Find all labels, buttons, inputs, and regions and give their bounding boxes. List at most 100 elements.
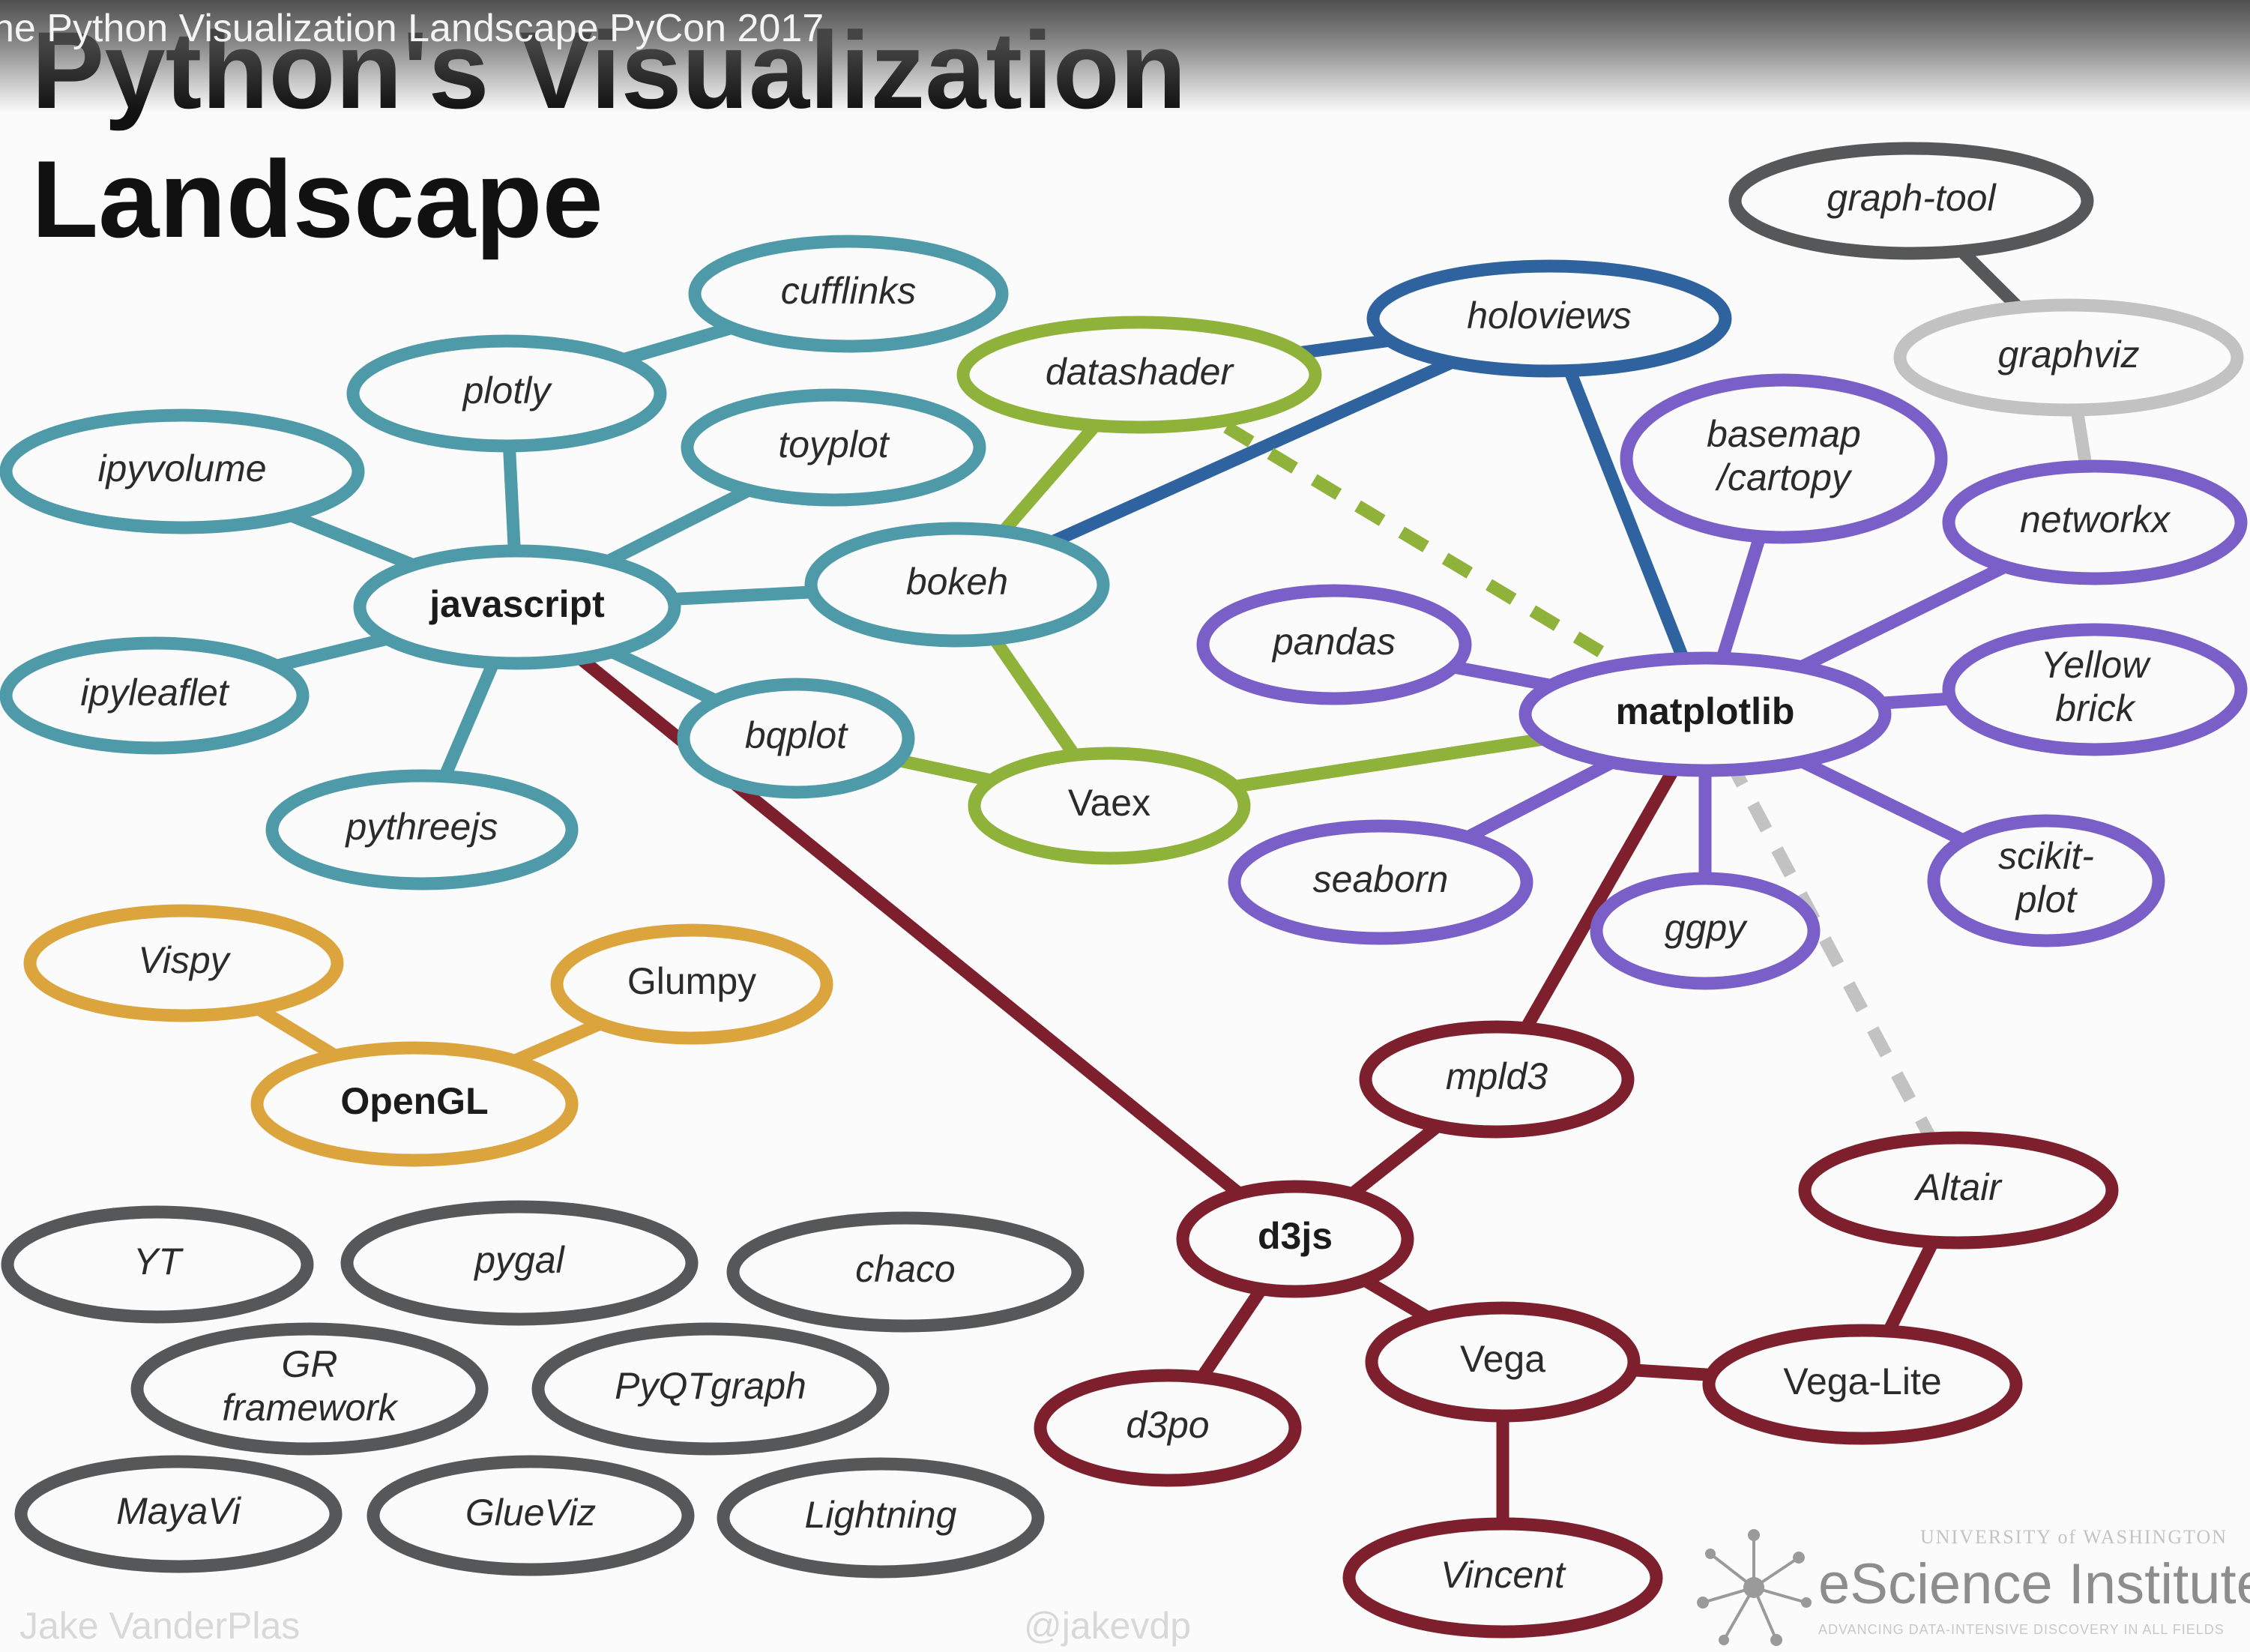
node-label-bqplot: bqplot (745, 714, 848, 756)
node-label-chaco: chaco (855, 1248, 955, 1290)
node-label-yt: YT (133, 1240, 184, 1282)
node-mpld3: mpld3 (1359, 1020, 1635, 1139)
node-holoviews: holoviews (1366, 259, 1732, 378)
node-ellipse-vega (1365, 1301, 1641, 1423)
footer-handle: @jakevdp (1024, 1605, 1192, 1647)
node-vegalite: Vega-Lite (1702, 1324, 2023, 1445)
node-lightning: Lightning (717, 1457, 1045, 1579)
node-ellipse-seaborn (1228, 819, 1533, 945)
node-ggpy: ggpy (1590, 872, 1821, 990)
node-label-mayavi: MayaVi (116, 1490, 242, 1532)
node-ellipse-plotly (346, 334, 667, 453)
node-label-glumpy: Glumpy (627, 960, 756, 1002)
node-label-pythreejs: pythreejs (345, 806, 498, 848)
node-pandas: pandas (1196, 584, 1472, 705)
nodes-layer: cufflinksplotlytoyplotipyvolumejavascrip… (0, 142, 2248, 1639)
node-plotly: plotly (346, 334, 667, 453)
node-ellipse-vegalite (1702, 1324, 2023, 1445)
node-label-plotly: plotly (462, 370, 553, 412)
node-graph-tool: graph-tool (1728, 142, 2094, 260)
node-datashader: datashader (956, 316, 1322, 434)
node-label-scikitplot: plot (2015, 878, 2078, 920)
node-scikitplot: scikit-plot (1927, 814, 2165, 947)
node-ellipse-holoviews (1366, 259, 1732, 378)
node-label-altair: Altair (1913, 1166, 2003, 1208)
node-ellipse-vispy (23, 904, 344, 1022)
node-label-pandas: pandas (1271, 621, 1396, 663)
edge-datashader-matplotlib (1135, 369, 1709, 720)
node-mayavi: MayaVi (14, 1455, 343, 1573)
node-label-vispy: Vispy (138, 939, 231, 981)
node-ellipse-altair (1798, 1131, 2119, 1249)
node-ellipse-yt (1, 1205, 314, 1324)
node-ellipse-cufflinks (688, 235, 1009, 353)
node-label-matplotlib: matplotlib (1616, 690, 1795, 732)
node-ellipse-bqplot (677, 678, 915, 799)
node-ellipse-toyplot (681, 388, 986, 507)
node-label-scikitplot: scikit- (1998, 835, 2094, 877)
edge-matplotlib-altair (1699, 711, 1964, 1193)
node-ellipse-chaco (726, 1211, 1085, 1333)
node-label-yellowbrick: brick (2055, 687, 2137, 729)
node-ellipse-pyqtgraph (531, 1322, 890, 1456)
node-ellipse-ipyleaflet (0, 636, 310, 755)
node-label-mpld3: mpld3 (1446, 1055, 1548, 1097)
node-pygal: pygal (340, 1200, 699, 1326)
node-label-ggpy: ggpy (1665, 907, 1748, 949)
node-label-datashader: datashader (1046, 351, 1235, 393)
node-glueviz: GlueViz (367, 1455, 695, 1576)
node-vincent: Vincent (1342, 1517, 1663, 1639)
footer-author: Jake VanderPlas (19, 1605, 301, 1647)
node-label-opengl: OpenGL (340, 1080, 488, 1122)
node-ellipse-ipyvolume (0, 409, 365, 534)
node-ellipse-glumpy (550, 923, 833, 1045)
node-label-vegalite: Vega-Lite (1783, 1360, 1941, 1402)
node-label-bokeh: bokeh (906, 561, 1008, 603)
node-label-ipyvolume: ipyvolume (97, 447, 266, 489)
node-yt: YT (1, 1205, 314, 1324)
node-graphviz: graphviz (1893, 298, 2244, 417)
node-ellipse-networkx (1942, 459, 2248, 585)
node-ellipse-graph-tool (1728, 142, 2094, 260)
node-ipyleaflet: ipyleaflet (0, 636, 310, 755)
node-label-graphviz: graphviz (1998, 334, 2140, 376)
node-label-d3js: d3js (1258, 1215, 1333, 1257)
node-bokeh: bokeh (804, 522, 1110, 648)
escience-logo: UNIVERSITY of WASHINGTON eScience Instit… (1686, 1513, 2250, 1652)
edge-holoviews-matplotlib (1543, 316, 1711, 717)
node-pyqtgraph: PyQTgraph (531, 1322, 890, 1456)
node-label-glueviz: GlueViz (465, 1492, 596, 1534)
node-glumpy: Glumpy (550, 923, 833, 1045)
node-networkx: networkx (1942, 459, 2248, 585)
node-label-javascript: javascript (429, 583, 605, 625)
node-basemap: basemap/cartopy (1620, 373, 1948, 544)
node-ellipse-javascript (353, 544, 681, 670)
logo-name: eScience Institute (1818, 1552, 2250, 1616)
node-ellipse-pygal (340, 1200, 699, 1326)
node-seaborn: seaborn (1228, 819, 1533, 945)
node-label-pyqtgraph: PyQTgraph (615, 1365, 806, 1407)
node-label-vega: Vega (1460, 1338, 1545, 1380)
node-vega: Vega (1365, 1301, 1641, 1423)
node-label-vaex: Vaex (1068, 782, 1150, 824)
node-javascript: javascript (353, 544, 681, 670)
node-ellipse-datashader (956, 316, 1322, 434)
node-chaco: chaco (726, 1211, 1085, 1333)
node-ellipse-vincent (1342, 1517, 1663, 1639)
node-ellipse-pythreejs (265, 769, 579, 890)
node-ellipse-d3po (1034, 1369, 1302, 1487)
logo-tagline: ADVANCING DATA-INTENSIVE DISCOVERY IN AL… (1818, 1622, 2225, 1637)
node-vaex: Vaex (968, 747, 1251, 865)
edge-javascript-d3js (513, 602, 1300, 1244)
node-opengl: OpenGL (250, 1041, 579, 1167)
video-title-bar (0, 0, 2250, 112)
node-ellipse-pandas (1196, 584, 1472, 705)
node-label-basemap: basemap (1707, 413, 1861, 455)
node-ellipse-matplotlib (1518, 651, 1892, 777)
node-ellipse-mpld3 (1359, 1020, 1635, 1139)
node-label-gr: GR (282, 1343, 338, 1385)
node-ipyvolume: ipyvolume (0, 409, 365, 534)
node-label-basemap: /cartopy (1715, 456, 1853, 498)
